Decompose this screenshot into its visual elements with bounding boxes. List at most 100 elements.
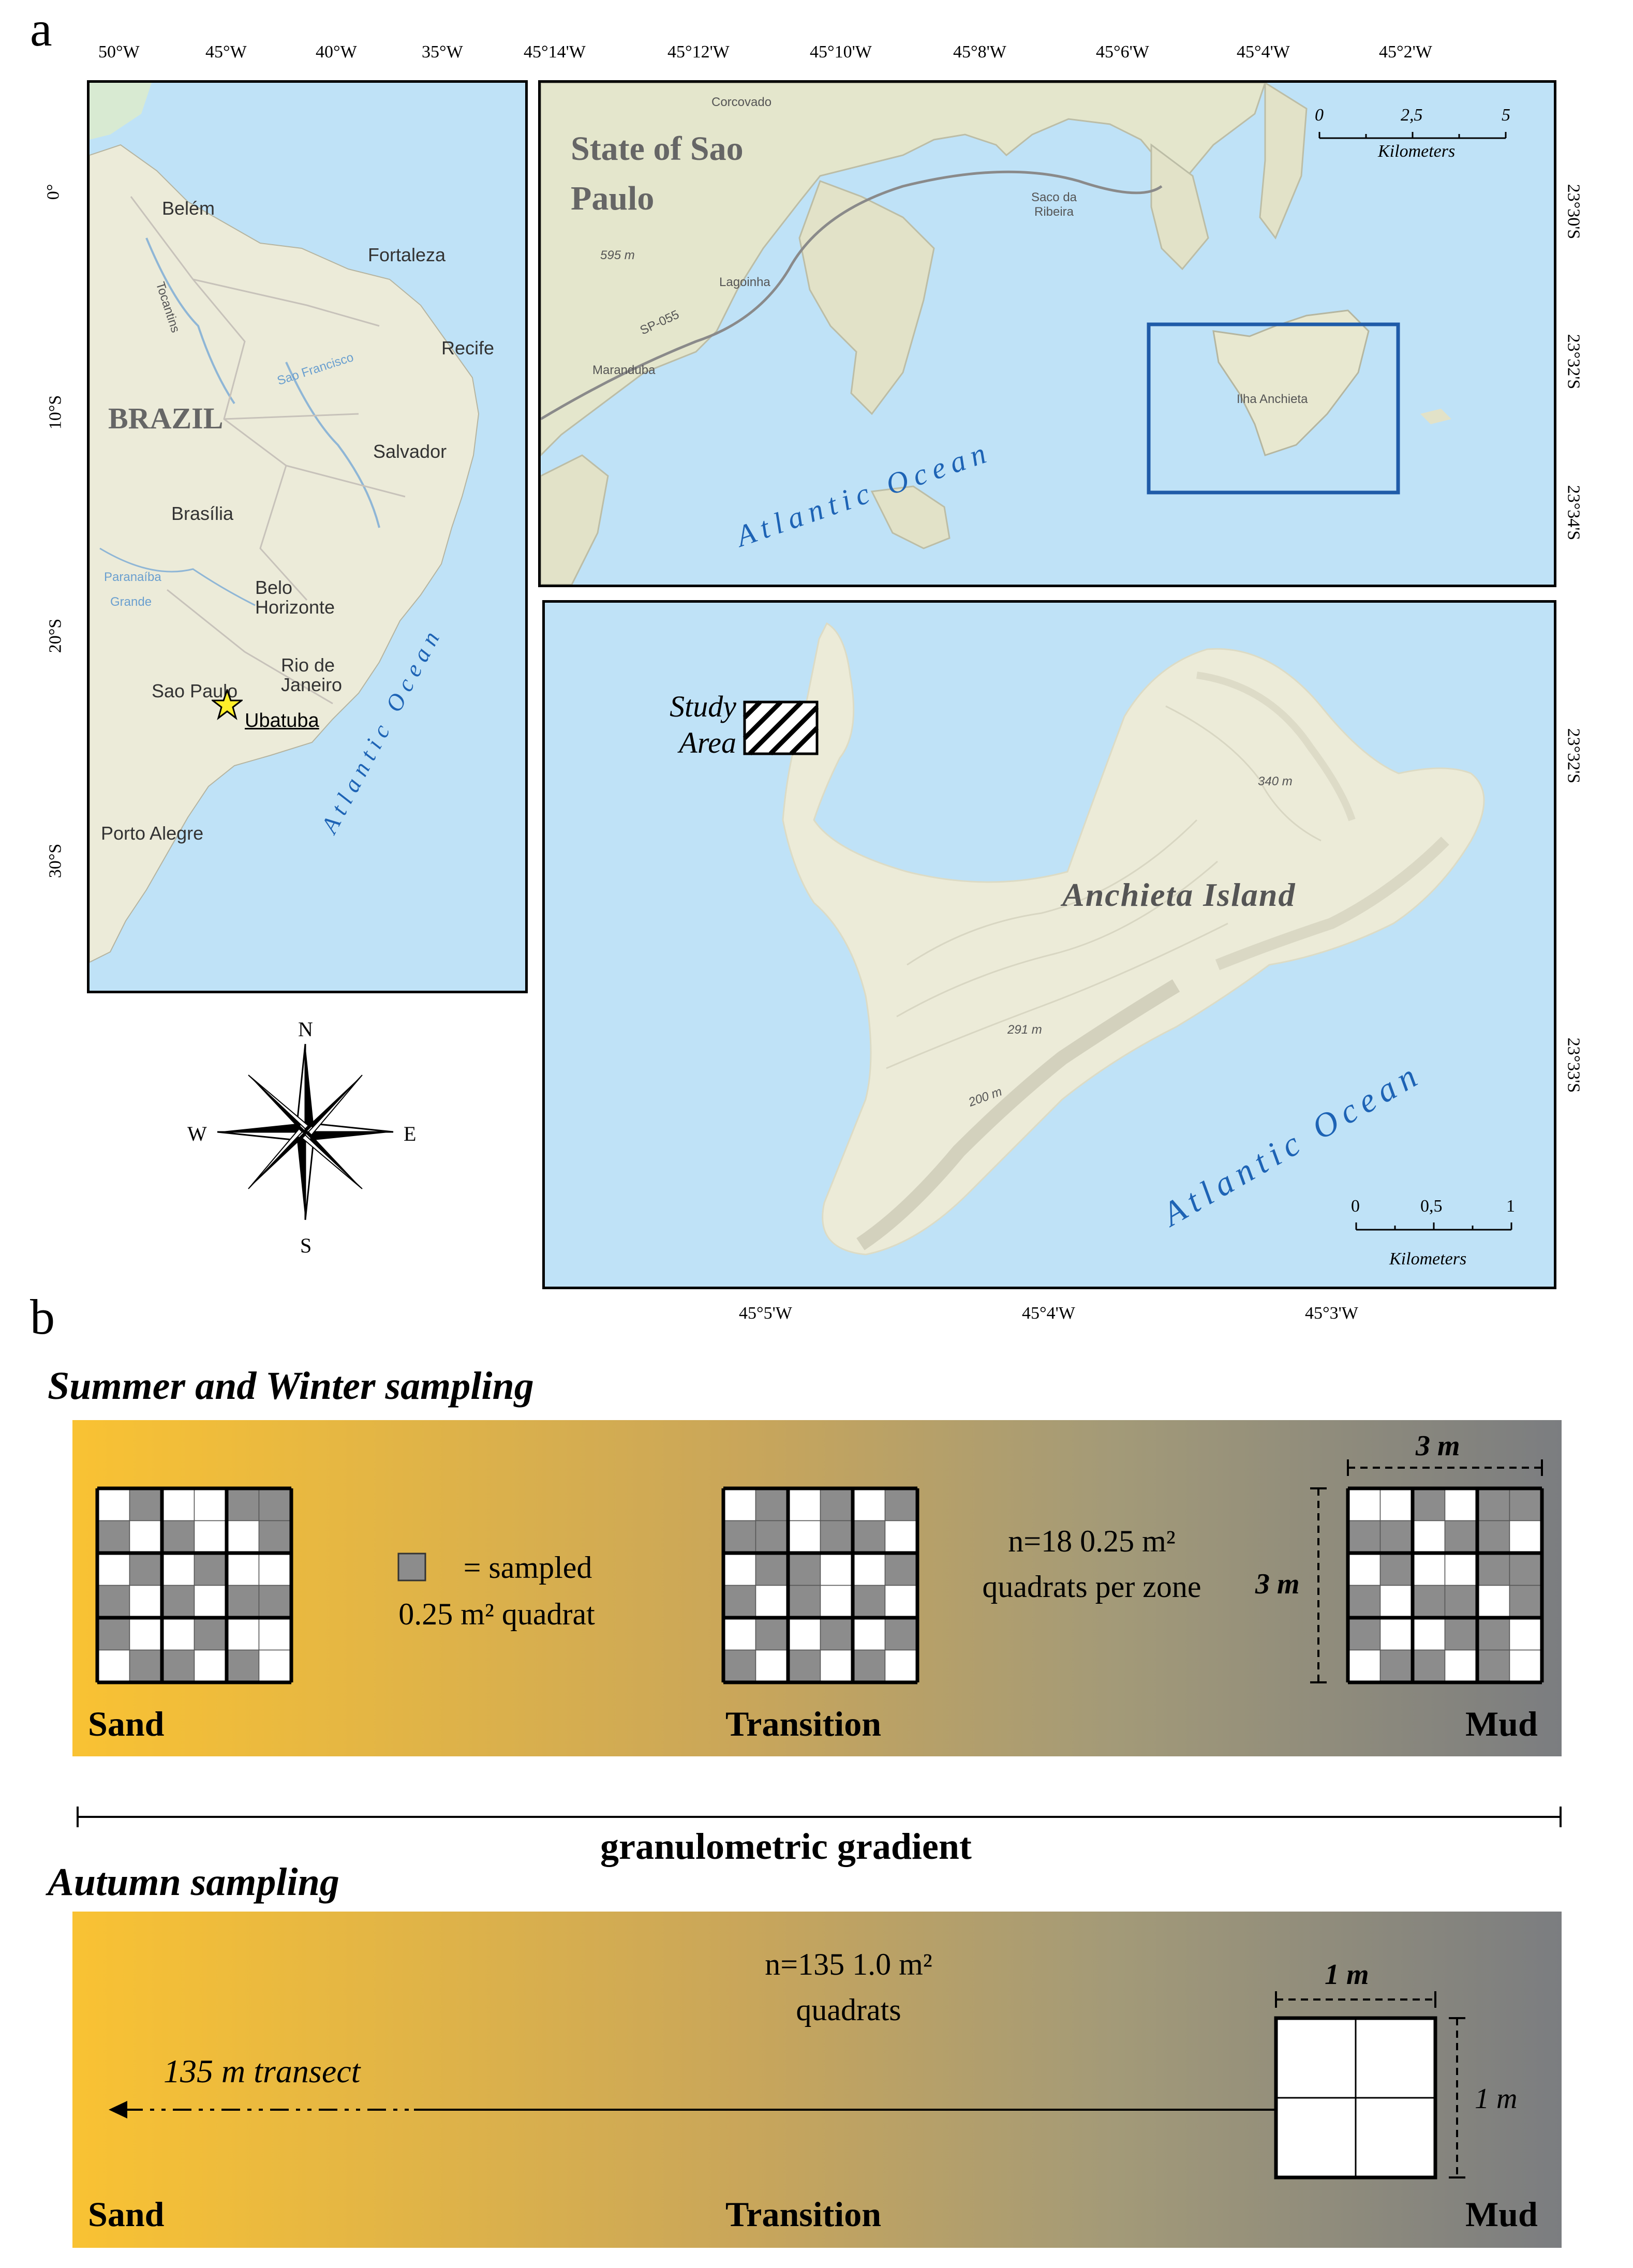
gradient-ruler — [77, 1807, 1562, 1827]
state-label: State of Sao Paulo — [571, 130, 744, 217]
quadrat-cell — [1509, 1488, 1542, 1521]
quadrat-cell — [755, 1520, 789, 1554]
lat-tick: 23°34'S — [1564, 485, 1583, 541]
quadrat-cell — [1412, 1649, 1446, 1683]
place-label: Ilha Anchieta — [1237, 392, 1308, 406]
north-arrow-icon — [212, 1039, 398, 1225]
overview-map: BRAZIL Belém Fortaleza Recife Salvador B… — [87, 80, 528, 993]
zone-label: Sand — [88, 2195, 165, 2234]
quadrat-cell — [97, 1553, 130, 1586]
quadrat-cell — [1412, 1520, 1446, 1554]
place-label: Lagoinha — [719, 275, 770, 289]
compass-s: S — [300, 1234, 312, 1257]
quadrat-cell — [1477, 1617, 1510, 1651]
quadrat-cell — [788, 1520, 821, 1554]
quadrat-cell — [1412, 1488, 1446, 1521]
lat-tick: 23°30'S — [1564, 184, 1583, 240]
quadrat-cell — [97, 1585, 130, 1618]
section-title: Autumn sampling — [48, 1860, 339, 1904]
lat-tick: 0° — [43, 184, 63, 200]
quadrat-cell — [788, 1553, 821, 1586]
quadrat-cell — [788, 1488, 821, 1521]
lat-tick: 20°S — [46, 618, 65, 653]
quadrat-cell — [820, 1488, 853, 1521]
quadrat-cell — [194, 1585, 227, 1618]
quadrat-cell — [1379, 1617, 1413, 1651]
quadrat-cell — [1444, 1585, 1478, 1618]
quadrat-cell — [852, 1553, 886, 1586]
lon-tick: 45°4'W — [1022, 1304, 1075, 1323]
quadrat-cell — [884, 1553, 918, 1586]
lat-tick: 23°32'S — [1564, 334, 1583, 390]
quadrat-cell — [1379, 1649, 1413, 1683]
country-label: BRAZIL — [108, 401, 224, 435]
quadrat-cell — [161, 1488, 195, 1521]
lon-tick: 50°W — [98, 42, 140, 62]
star-marker-icon — [212, 689, 243, 720]
island-label: Anchieta Island — [1062, 876, 1296, 913]
quadrat-cell — [788, 1585, 821, 1618]
quadrat-cell — [194, 1617, 227, 1651]
quadrat-cell — [1509, 1585, 1542, 1618]
quadrat-cell — [723, 1520, 756, 1554]
quadrat-cell — [820, 1520, 853, 1554]
quadrat-cell — [820, 1553, 853, 1586]
quadrat-cell — [852, 1617, 886, 1651]
lat-tick: 10°S — [46, 395, 65, 430]
quadrat-cell — [884, 1649, 918, 1683]
quadrat-cell — [258, 1488, 292, 1521]
city-label: Rio de Janeiro — [281, 654, 343, 695]
scale-tick: 0,5 — [1420, 1197, 1443, 1216]
quadrat-cell — [161, 1617, 195, 1651]
quadrat-cell — [788, 1649, 821, 1683]
scale-unit: Kilometers — [1389, 1249, 1467, 1269]
quadrat-cell — [194, 1553, 227, 1586]
quadrat-cell — [129, 1617, 162, 1651]
quadrat-cell — [788, 1617, 821, 1651]
quadrat-cell — [1379, 1585, 1413, 1618]
city-label: Belém — [162, 198, 215, 219]
quadrat-cell — [1444, 1520, 1478, 1554]
lon-tick: 45°2'W — [1379, 42, 1432, 62]
scale-tick: 0 — [1315, 106, 1324, 125]
dim-width: 3 m — [1416, 1430, 1460, 1462]
quadrat-cell — [852, 1488, 886, 1521]
quadrat-cell — [1509, 1617, 1542, 1651]
panel-label-a: a — [30, 1, 52, 56]
quadrat-cell — [258, 1617, 292, 1651]
study-area-label: Study Area — [670, 690, 736, 759]
regional-map: State of Sao Paulo Corcovado Saco da Rib… — [538, 80, 1556, 587]
quadrat-cell — [1509, 1553, 1542, 1586]
city-label: Brasília — [171, 503, 234, 524]
quadrat-cell — [1477, 1649, 1510, 1683]
zone-label: Mud — [1465, 1704, 1538, 1743]
quadrat-cell — [884, 1520, 918, 1554]
quadrat-cell — [258, 1553, 292, 1586]
lon-tick: 45°8'W — [953, 42, 1006, 62]
dim-height: 1 m — [1475, 2083, 1518, 2115]
quadrat-cell — [97, 1649, 130, 1683]
quadrat-cell — [226, 1585, 260, 1618]
lon-tick: 45°4'W — [1237, 42, 1290, 62]
gradient-band: = sampled 0.25 m² quadrat n=18 0.25 m² q… — [72, 1420, 1562, 1756]
quadrat-cell — [1477, 1585, 1510, 1618]
quadrat-cell — [755, 1649, 789, 1683]
quadrat-cell — [1444, 1649, 1478, 1683]
lon-tick: 45°14'W — [524, 42, 586, 62]
quadrat-cell — [884, 1617, 918, 1651]
quadrat-cell — [723, 1488, 756, 1521]
place-label: Corcovado — [711, 95, 772, 109]
elevation-label: 340 m — [1258, 774, 1293, 788]
scale-tick: 1 — [1506, 1197, 1515, 1216]
scale-tick: 5 — [1502, 106, 1510, 125]
quadrat-cell — [129, 1488, 162, 1521]
lon-tick: 40°W — [316, 42, 357, 62]
section-title: Summer and Winter sampling — [48, 1364, 534, 1408]
compass-w: W — [187, 1122, 207, 1145]
lon-tick: 45°10'W — [810, 42, 872, 62]
quadrat-cell — [194, 1520, 227, 1554]
quadrat-cell — [1347, 1553, 1381, 1586]
quadrat-cell — [1347, 1649, 1381, 1683]
dim-height: 3 m — [1255, 1568, 1300, 1600]
quadrat-cell — [226, 1649, 260, 1683]
